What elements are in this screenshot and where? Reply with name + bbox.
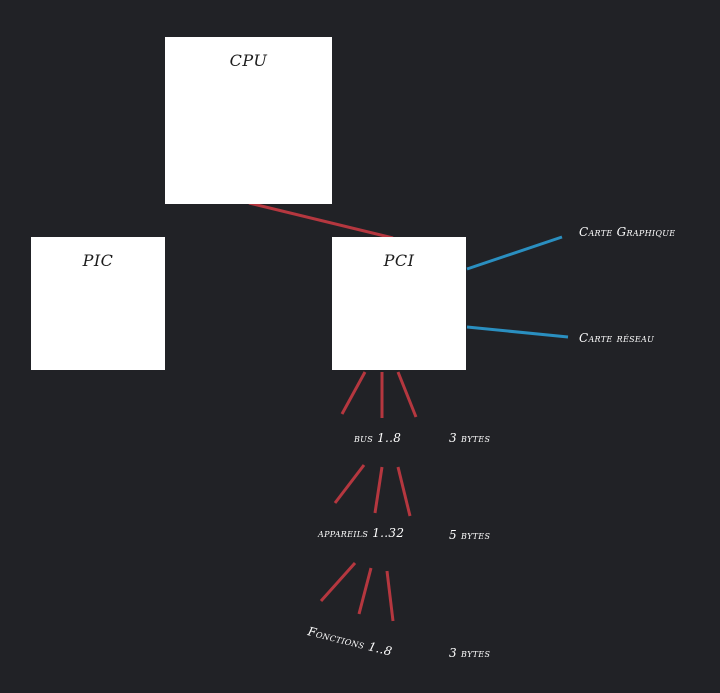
bus-devices-connector-3: [396, 466, 412, 517]
devices-functions-connector-1: [319, 561, 357, 603]
devices-functions-connector-3: [385, 570, 395, 622]
bus-devices-connector-1: [333, 464, 366, 504]
network-card-label: Carte réseau: [579, 331, 655, 345]
pci-network-connector: [466, 325, 569, 339]
cpu-box: CPU: [165, 37, 332, 204]
pci-graphics-connector: [466, 235, 563, 271]
bus-size-label: 3 bytes: [449, 431, 491, 445]
pic-box: PIC: [31, 237, 165, 370]
functions-size-label: 3 bytes: [449, 646, 491, 660]
devices-label: appareils 1..32: [318, 526, 405, 540]
pci-bus-connector-1: [340, 371, 367, 415]
pci-bus-connector-3: [396, 371, 418, 418]
cpu-pci-connector: [248, 201, 394, 240]
bus-devices-connector-2: [373, 466, 384, 514]
devices-size-label: 5 bytes: [449, 528, 491, 542]
devices-functions-connector-2: [357, 567, 373, 615]
graphics-card-label: Carte Graphique: [579, 225, 676, 239]
bus-label: bus 1..8: [354, 431, 402, 445]
cpu-label: CPU: [229, 51, 268, 70]
pic-label: PIC: [82, 251, 114, 270]
pci-label: PCI: [383, 251, 415, 270]
pci-box: PCI: [332, 237, 466, 370]
